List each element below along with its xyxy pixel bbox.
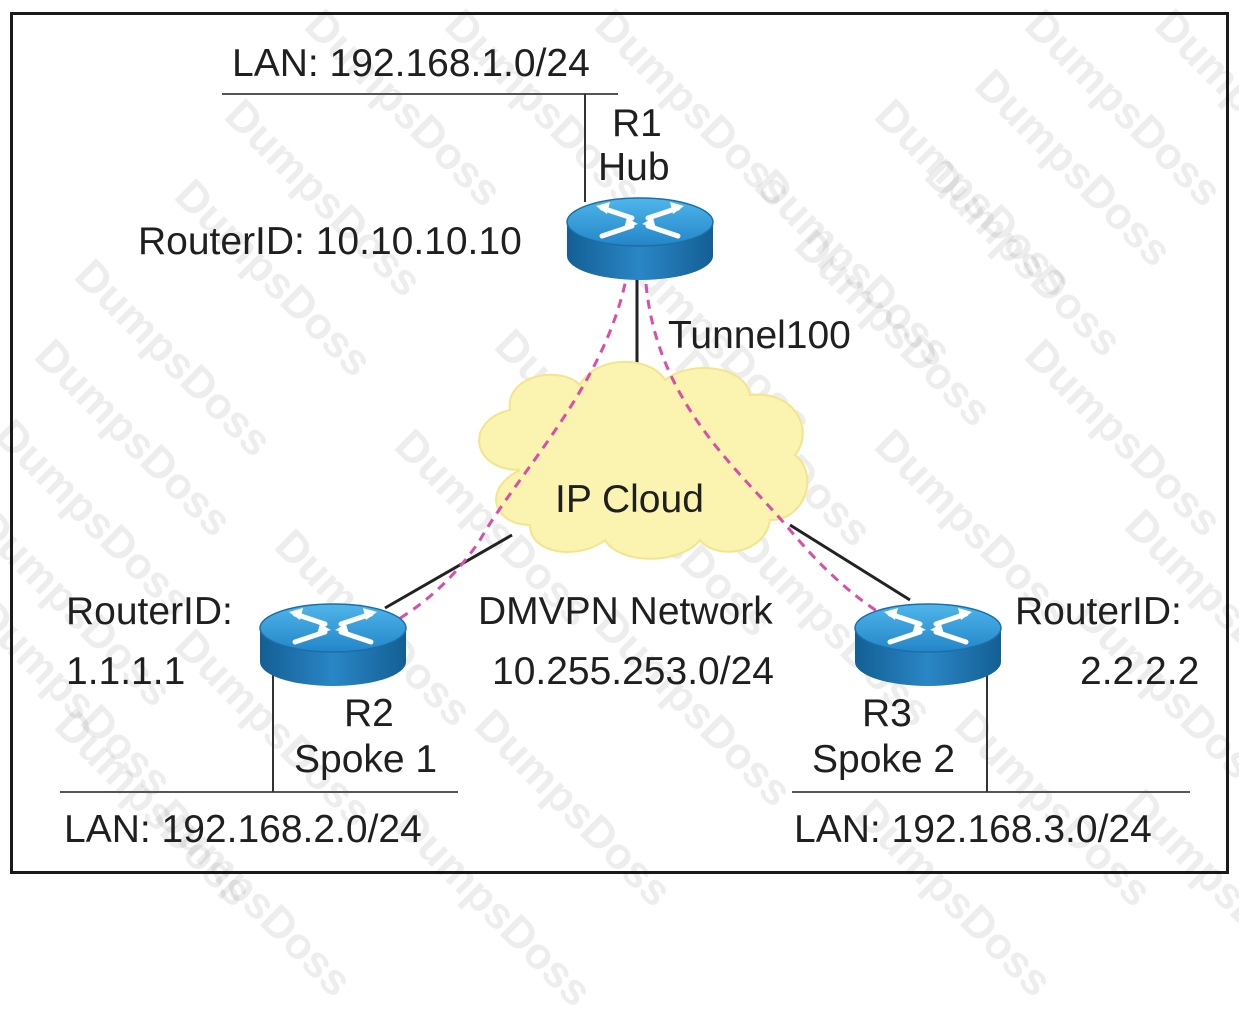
spoke2-lan-label: LAN: 192.168.3.0/24 bbox=[794, 808, 1152, 851]
network-name: DMVPN Network bbox=[478, 590, 773, 633]
router-icon bbox=[566, 197, 714, 280]
spoke1-role: Spoke 1 bbox=[294, 738, 438, 781]
cloud-icon bbox=[478, 360, 809, 560]
hub-lan-label: LAN: 192.168.1.0/24 bbox=[232, 42, 590, 85]
spoke2-role: Spoke 2 bbox=[812, 738, 956, 781]
spoke2-cloud-link bbox=[789, 523, 911, 602]
spoke2-router-id: 2.2.2.2 bbox=[1080, 650, 1200, 693]
spoke1-router-id-label: RouterID: bbox=[66, 590, 233, 633]
spoke1-router-id: 1.1.1.1 bbox=[66, 650, 186, 693]
network-diagram bbox=[60, 93, 1190, 793]
hub-router-id: RouterID: 10.10.10.10 bbox=[138, 220, 522, 263]
spoke2-name: R3 bbox=[862, 692, 912, 735]
cloud-label: IP Cloud bbox=[555, 478, 704, 521]
spoke1-name: R2 bbox=[344, 692, 394, 735]
network-subnet: 10.255.253.0/24 bbox=[492, 650, 774, 693]
hub-role: Hub bbox=[598, 146, 670, 189]
router-icon bbox=[259, 603, 407, 686]
spoke2-router-id-label: RouterID: bbox=[1015, 590, 1182, 633]
tunnel-hub-spoke2 bbox=[643, 267, 986, 657]
hub-name: R1 bbox=[612, 102, 662, 145]
tunnel-label: Tunnel100 bbox=[668, 314, 851, 357]
spoke1-cloud-link bbox=[384, 533, 513, 610]
router-icon bbox=[854, 603, 1002, 686]
spoke1-lan-label: LAN: 192.168.2.0/24 bbox=[64, 808, 422, 851]
